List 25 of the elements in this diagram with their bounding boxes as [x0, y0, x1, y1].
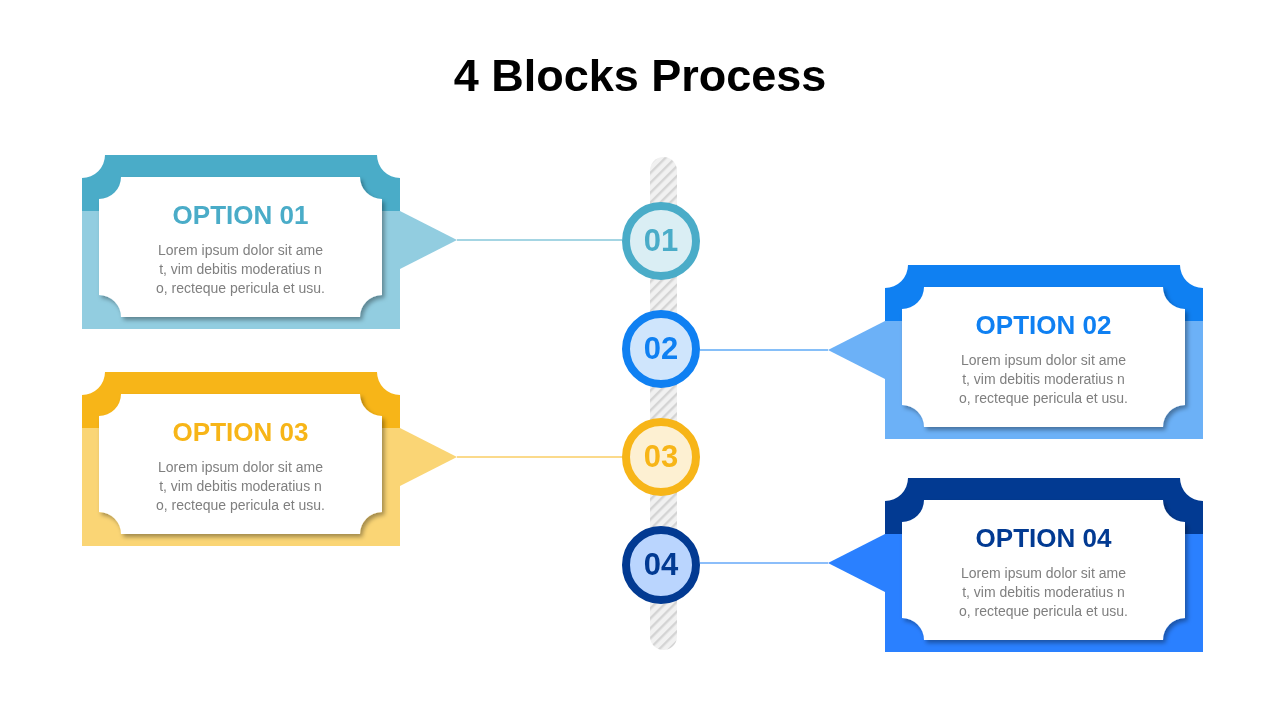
- connector-line: [699, 349, 829, 351]
- step-number: 03: [643, 440, 679, 474]
- step-circle: [622, 310, 700, 388]
- option-description: Lorem ipsum dolor sit ame t, vim debitis moderatius n o, recteque pericula et usu.: [155, 241, 326, 298]
- option-title: OPTION 03: [172, 416, 309, 448]
- option-card: [828, 265, 1203, 439]
- option-card: [82, 372, 457, 546]
- connector-line: [699, 562, 829, 564]
- step-circle: [622, 418, 700, 496]
- step-number: 01: [643, 224, 679, 258]
- option-description: Lorem ipsum dolor sit ame t, vim debitis moderatius n o, recteque pericula et usu.: [958, 351, 1129, 408]
- step-number: 04: [643, 548, 679, 582]
- page-title: 4 Blocks Process: [453, 50, 827, 102]
- option-description: Lorem ipsum dolor sit ame t, vim debitis moderatius n o, recteque pericula et usu.: [958, 564, 1129, 621]
- connector-line: [456, 239, 623, 241]
- option-title: OPTION 04: [975, 522, 1112, 554]
- option-title: OPTION 02: [975, 309, 1112, 341]
- option-card: [828, 478, 1203, 652]
- option-description: Lorem ipsum dolor sit ame t, vim debitis moderatius n o, recteque pericula et usu.: [155, 458, 326, 515]
- connector-line: [456, 456, 623, 458]
- option-card: [82, 155, 457, 329]
- step-circle: [622, 526, 700, 604]
- option-title: OPTION 01: [172, 199, 309, 231]
- step-number: 02: [643, 332, 679, 366]
- step-circle: [622, 202, 700, 280]
